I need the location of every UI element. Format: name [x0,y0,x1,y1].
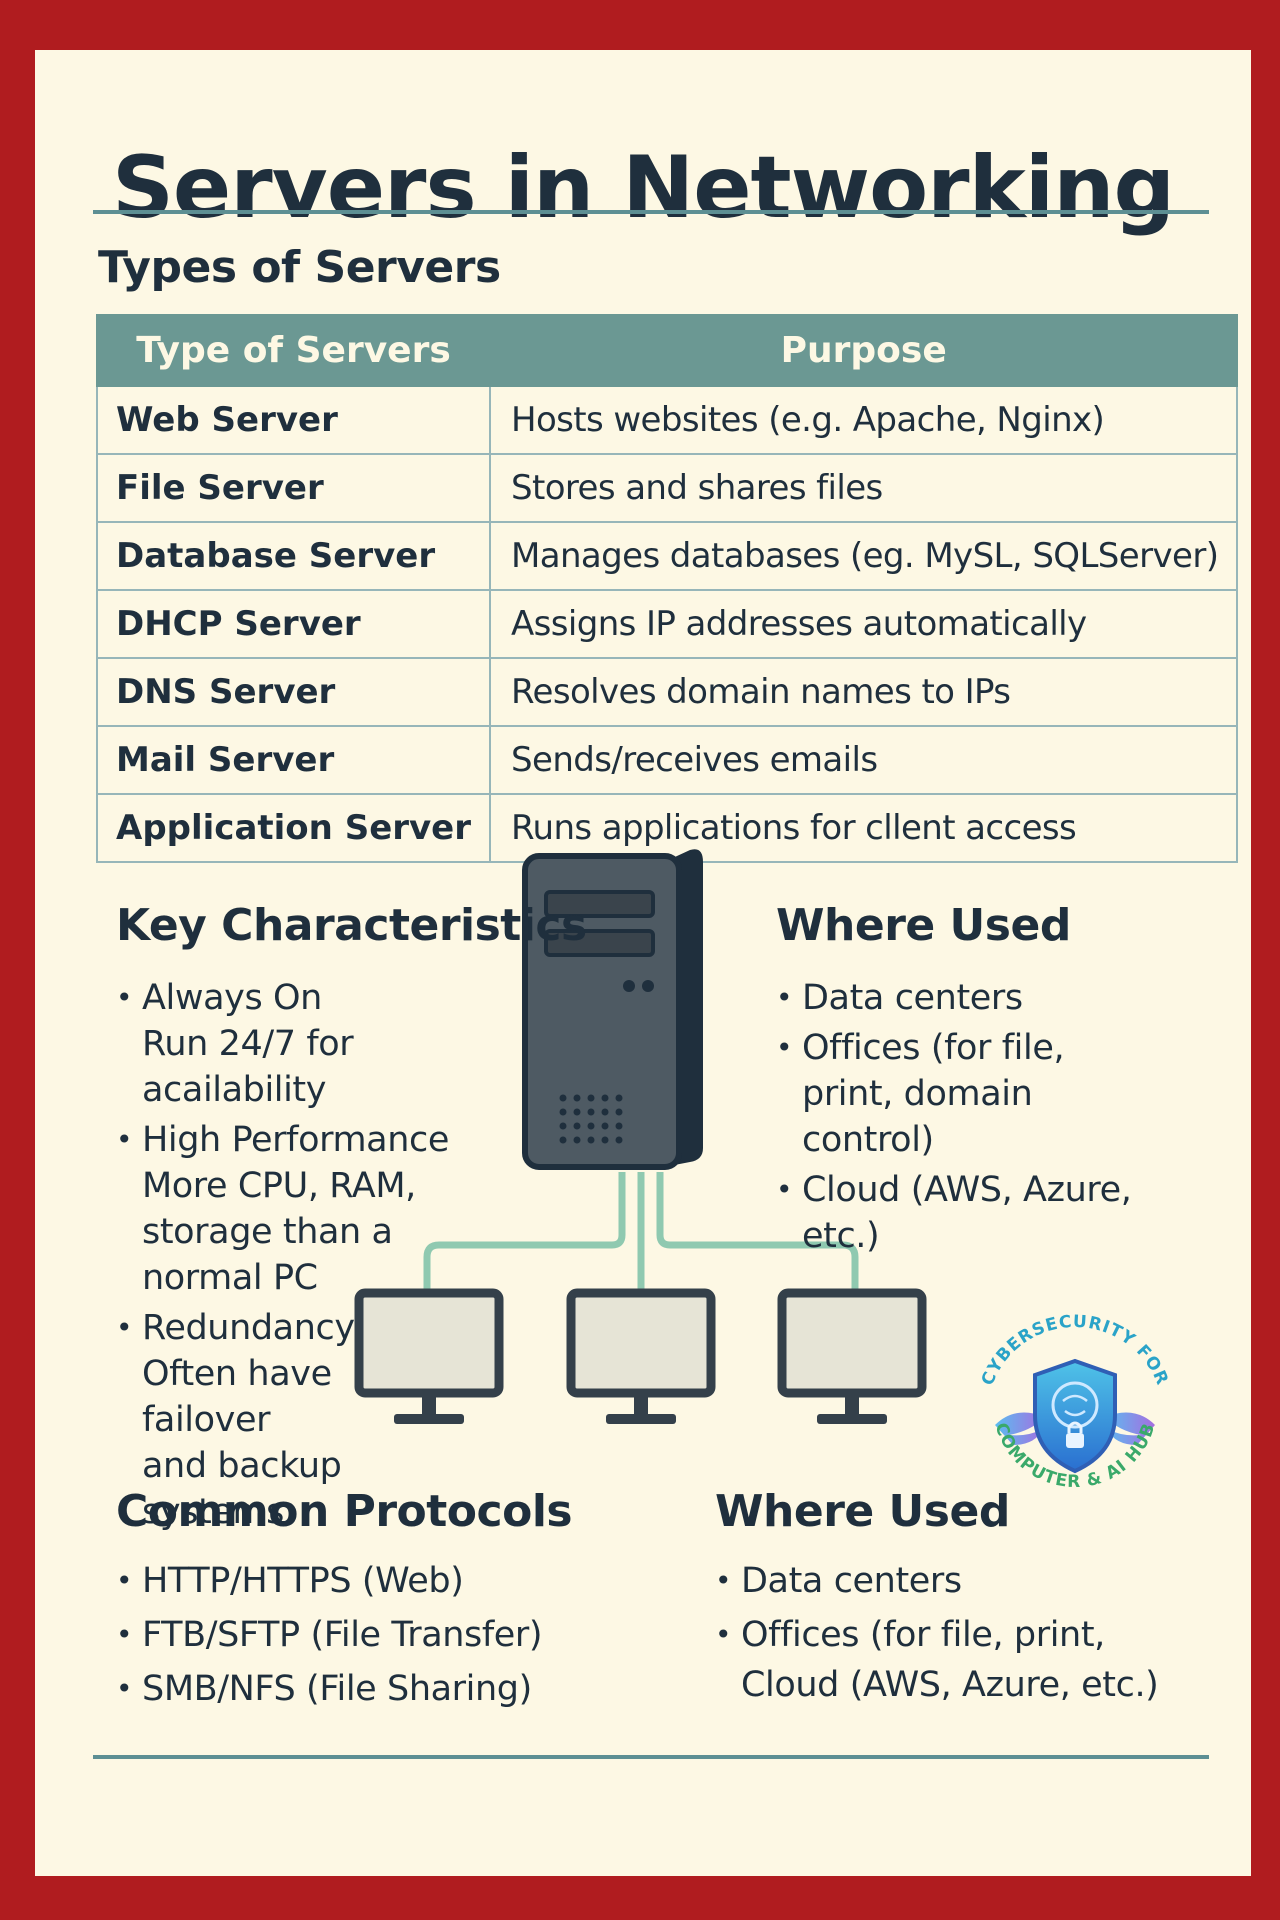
table-row: Database Server Manages databases (eg. M… [95,521,1239,591]
table-row: File Server Stores and shares files [95,453,1239,523]
types-heading: Types of Servers [98,242,501,293]
server-purpose: Hosts websites (e.g. Apache, Nginx) [489,385,1239,455]
list-item: Always On Run 24/7 for acailability [116,975,536,1113]
characteristic-detail: More CPU, RAM, storage than a normal PC [142,1166,416,1298]
cybersecurity-hub-logo: CYBERSECURITY FOR COMPUTER & AI HUB [978,1312,1172,1492]
right-wing-icon [1105,1412,1155,1445]
server-type: File Server [95,453,492,523]
padlock-icon [1066,1433,1084,1448]
key-characteristics-list: Always On Run 24/7 for acailability High… [116,975,536,1539]
server-purpose: Assigns IP addresses automatically [489,589,1239,659]
server-type: DNS Server [95,657,492,727]
server-type: Web Server [95,385,492,455]
list-item: High Performance More CPU, RAM, storage … [116,1117,536,1301]
server-type: Application Server [95,793,492,863]
characteristic-title: Redundancy [142,1308,355,1348]
top-divider [93,210,1209,214]
left-wing-icon [995,1412,1045,1445]
server-purpose: Stores and shares files [489,453,1239,523]
page-title: Servers in Networking [111,138,1175,238]
common-protocols-list: HTTP/HTTPS (Web) FTB/SFTP (File Transfer… [116,1556,616,1718]
common-protocols-heading: Common Protocols [116,1486,573,1537]
where-used-heading: Where Used [715,1486,1010,1537]
poster: Servers in Networking Types of Servers T… [35,50,1251,1876]
list-item: Cloud (AWS, Azure, etc.) [776,1167,1196,1259]
list-item: Offices (for file, print, domain control… [776,1025,1162,1163]
characteristic-title: High Performance [142,1120,449,1160]
characteristic-detail: Run 24/7 for acailability [142,1024,354,1110]
column-header-type: Type of Servers [95,314,492,387]
table-row: DHCP Server Assigns IP addresses automat… [95,589,1239,659]
table-row: Web Server Hosts websites (e.g. Apache, … [95,385,1239,455]
server-purpose: Runs applications for cllent access [489,793,1239,863]
server-type: DHCP Server [95,589,492,659]
list-item: Offices (for file, print, Cloud (AWS, Az… [715,1610,1161,1710]
list-item: FTB/SFTP (File Transfer) [116,1610,616,1660]
list-item: Data centers [715,1556,1195,1606]
list-item: Redundancy Often have failover and backu… [116,1305,536,1535]
server-purpose: Resolves domain names to IPs [489,657,1239,727]
server-type: Mail Server [95,725,492,795]
server-purpose: Manages databases (eg. MySL, SQLServer) [489,521,1239,591]
monitor-icon [566,1288,716,1424]
list-item: HTTP/HTTPS (Web) [116,1556,616,1606]
table-header-row: Type of Servers Purpose [95,314,1239,387]
characteristic-detail: Often have failover and backup systems [142,1354,342,1532]
server-tower-icon [522,849,703,1170]
server-type: Database Server [95,521,492,591]
brain-icon [1051,1381,1099,1429]
server-types-table: Type of Servers Purpose Web Server Hosts… [95,314,1239,863]
list-item: Data centers [776,975,1196,1021]
monitor-icon [777,1288,927,1424]
key-characteristics-heading: Key Characteristics [116,900,587,951]
list-item: SMB/NFS (File Sharing) [116,1664,616,1714]
where-used-list: Data centers Offices (for file, print, d… [776,975,1196,1263]
where-used-heading: Where Used [776,900,1071,951]
where-used-list: Data centers Offices (for file, print, C… [715,1556,1195,1714]
table-row: DNS Server Resolves domain names to IPs [95,657,1239,727]
column-header-purpose: Purpose [489,314,1239,387]
bottom-divider [93,1755,1209,1759]
characteristic-title: Always On [142,978,322,1018]
table-row: Application Server Runs applications for… [95,793,1239,863]
server-purpose: Sends/receives emails [489,725,1239,795]
table-row: Mail Server Sends/receives emails [95,725,1239,795]
